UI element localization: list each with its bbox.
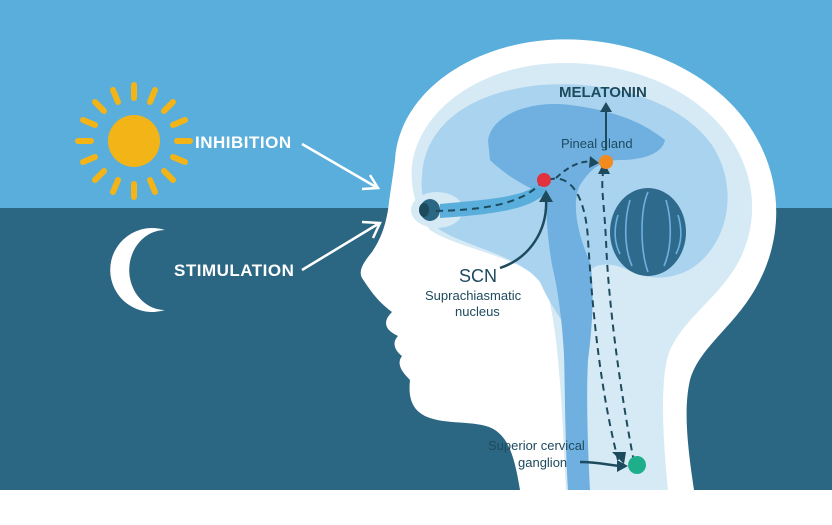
optic-dashed-line xyxy=(435,183,541,212)
scn-to-pineal-arrowhead xyxy=(589,156,599,168)
scn-full-name-line1: Suprachiasmatic xyxy=(425,288,522,303)
scn-callout-arrow xyxy=(499,197,548,270)
melatonin-label: MELATONIN xyxy=(559,84,647,101)
pineal-gland-dot xyxy=(599,155,613,169)
bottom-margin xyxy=(0,490,832,520)
inhibition-label: INHIBITION xyxy=(195,133,292,152)
scn-to-pineal-arrow xyxy=(555,160,595,179)
brain-inner-structure xyxy=(488,104,665,490)
scn-full-name-line2: nucleus xyxy=(455,304,500,319)
cerebellum xyxy=(610,188,686,276)
sun-icon xyxy=(75,82,193,200)
scn-callout-arrowhead xyxy=(539,190,553,202)
pathway-up xyxy=(601,167,635,463)
stimulation-arrow xyxy=(301,220,382,272)
ganglion-label-line1: Superior cervical xyxy=(488,438,585,453)
pathway-down xyxy=(547,177,619,461)
ganglion-callout-arrowhead xyxy=(617,460,628,472)
scn-dot xyxy=(537,173,551,187)
pineal-gland-label: Pineal gland xyxy=(561,136,633,151)
pathway-down-arrowhead xyxy=(612,452,626,464)
scn-label: SCN xyxy=(459,266,497,286)
superior-cervical-ganglion-dot xyxy=(628,456,646,474)
inhibition-arrow xyxy=(301,142,381,191)
stimulation-label: STIMULATION xyxy=(174,261,294,280)
melatonin-arrow xyxy=(600,102,612,150)
crescent-moon-icon xyxy=(110,228,165,312)
ganglion-label-line2: ganglion xyxy=(518,455,567,470)
